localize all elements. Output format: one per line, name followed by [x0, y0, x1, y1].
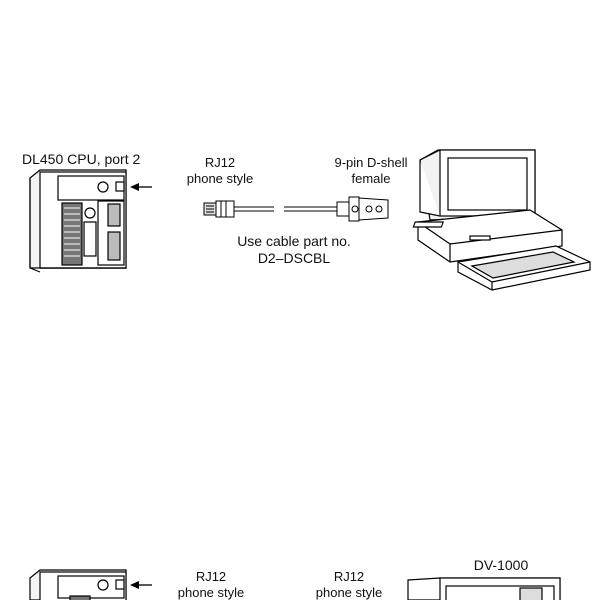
port-arrow-bottom	[130, 581, 152, 589]
rj12-label-bottom-left: RJ12 phone style	[176, 569, 246, 601]
rj12-label-bottom-left-line2: phone style	[177, 585, 245, 600]
dshell-label: 9-pin D-shell female	[325, 155, 417, 187]
plc-cpu-unit-bottom	[29, 569, 127, 600]
rj12-label-bottom-right-line2: phone style	[315, 585, 383, 600]
rj12-plug	[203, 200, 235, 218]
rj12-label-line2: phone style	[186, 171, 254, 186]
plc-cpu-unit	[29, 169, 127, 273]
panel-label: DV-1000	[473, 557, 529, 573]
rj12-label-bottom-right-line1: RJ12	[333, 569, 365, 584]
dshell-label-line1: 9-pin D-shell	[334, 155, 408, 170]
cable	[234, 206, 337, 212]
port-arrow	[130, 183, 152, 191]
rj12-label-bottom-right: RJ12 phone style	[312, 569, 386, 601]
cable-part-label: Use cable part no. D2–DSCBL	[222, 233, 366, 267]
dshell-connector	[336, 196, 389, 222]
cable-part-label-line1: Use cable part no.	[237, 233, 351, 249]
cable-part-number: D2–DSCBL	[257, 250, 331, 266]
dshell-label-line2: female	[351, 171, 391, 186]
rj12-label-bottom-left-line1: RJ12	[195, 569, 227, 584]
plc-label: DL450 CPU, port 2	[22, 151, 141, 167]
rj12-label: RJ12 phone style	[185, 155, 255, 187]
rj12-label-line1: RJ12	[204, 155, 236, 170]
operator-panel	[407, 577, 561, 600]
personal-computer	[412, 149, 591, 291]
